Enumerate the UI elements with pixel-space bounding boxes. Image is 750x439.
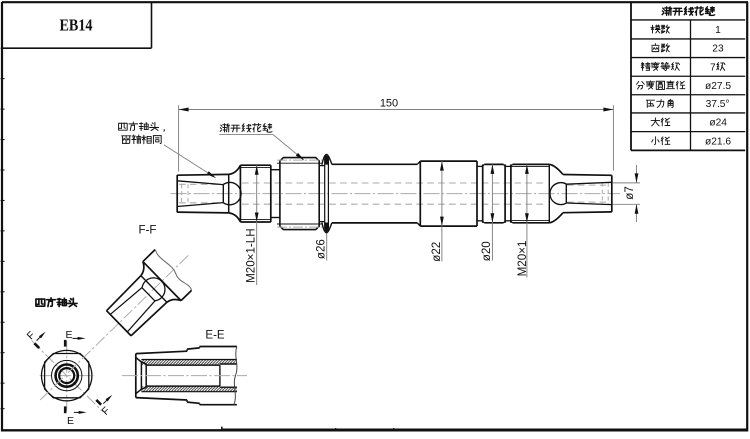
svg-text:150: 150 <box>380 98 398 110</box>
svg-text:E: E <box>65 329 72 341</box>
svg-text:ø21.6: ø21.6 <box>705 137 731 148</box>
svg-text:E: E <box>67 415 74 427</box>
svg-text:ø20: ø20 <box>480 241 493 261</box>
svg-text:ø24: ø24 <box>709 118 727 129</box>
svg-text:E-E: E-E <box>205 330 225 342</box>
svg-text:ø27.5: ø27.5 <box>705 81 731 92</box>
svg-text:F-F: F-F <box>139 225 157 237</box>
svg-text:1: 1 <box>715 25 721 36</box>
svg-text:ø26: ø26 <box>315 239 328 259</box>
svg-text:37.5°: 37.5° <box>706 99 730 110</box>
svg-text:ø22: ø22 <box>430 242 443 262</box>
svg-text:7: 7 <box>710 62 716 73</box>
svg-text:ø7: ø7 <box>623 186 636 200</box>
svg-text:M20×1: M20×1 <box>516 241 529 277</box>
svg-text:EB14: EB14 <box>60 16 93 35</box>
svg-text:23: 23 <box>712 44 724 55</box>
svg-text:M20×1-LH: M20×1-LH <box>245 228 258 282</box>
